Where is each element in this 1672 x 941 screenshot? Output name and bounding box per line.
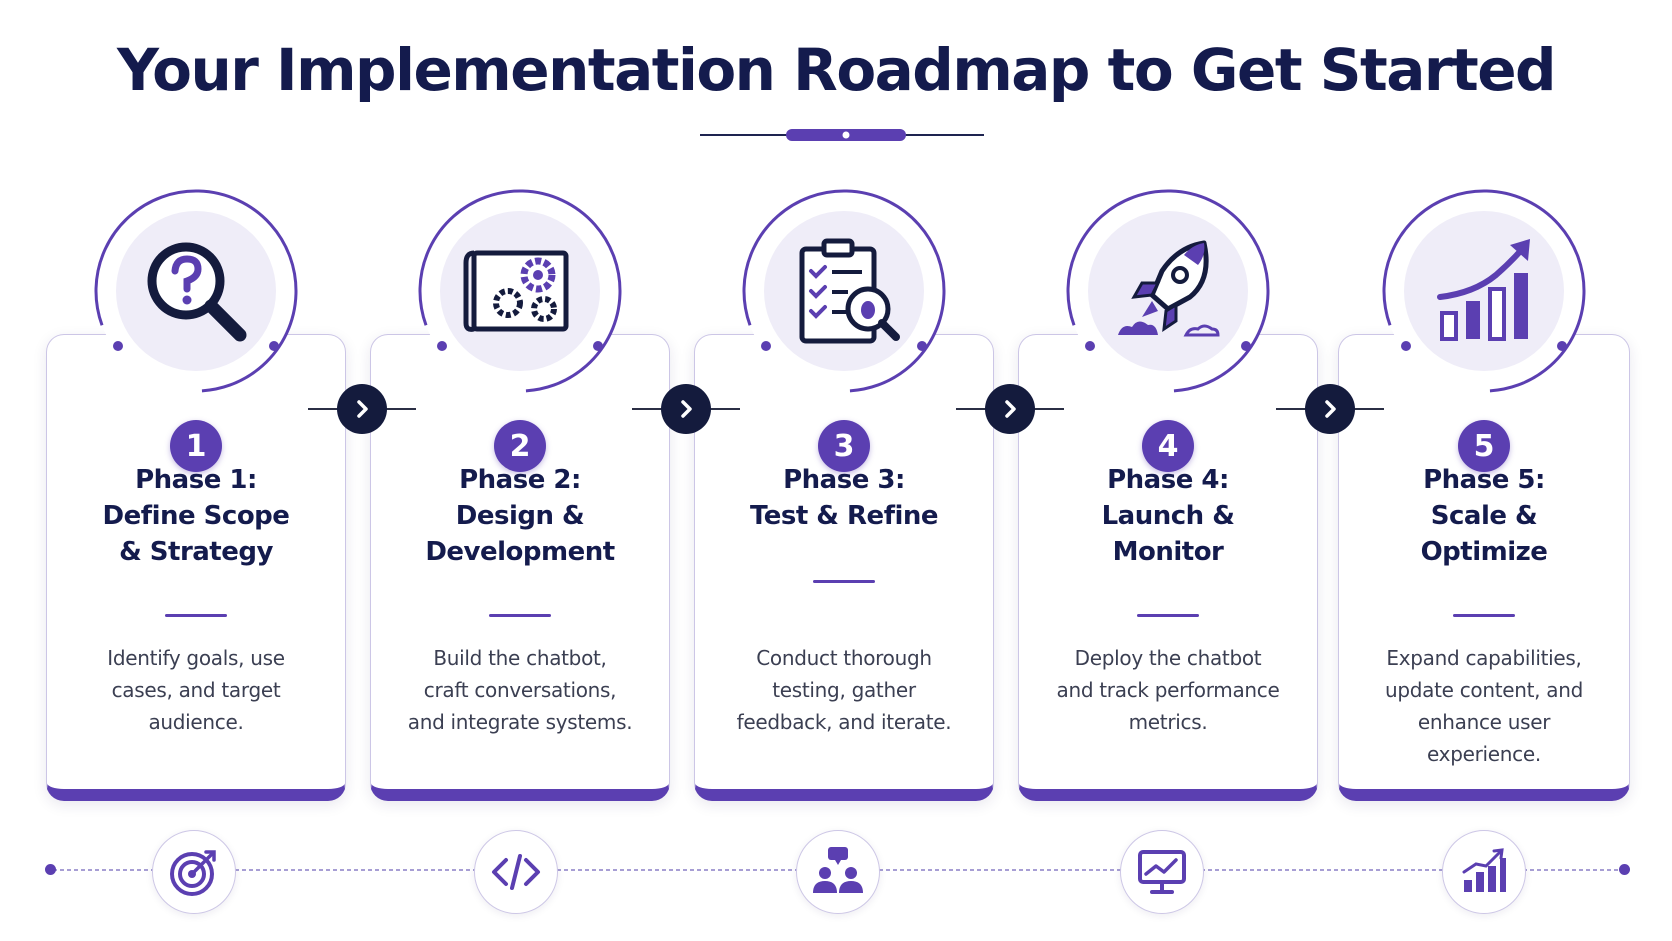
- blueprint-gears-icon: [463, 250, 569, 332]
- phase-icon-ring-4: [1063, 186, 1273, 396]
- phase-card-2: [370, 334, 670, 801]
- timeline-start-dot: [45, 864, 56, 875]
- phase-title-1: Phase 1: Define Scope & Strategy: [102, 465, 290, 567]
- phase-title-5: Phase 5: Scale & Optimize: [1420, 465, 1548, 567]
- phase-icon-ring-2: [415, 186, 625, 396]
- timeline-line: [46, 869, 1626, 871]
- timeline-monitor-badge: [1120, 830, 1204, 914]
- phase-description-5: Expand capabilities, update content, and…: [1384, 646, 1584, 766]
- timeline-target-badge: [152, 830, 236, 914]
- monitor-chart-icon: [1138, 850, 1186, 894]
- phase-title-2: Phase 2: Design & Development: [425, 465, 615, 567]
- phase-number-5: 5: [1458, 420, 1510, 472]
- phase-card-4: [1018, 334, 1318, 801]
- phase-divider-2: [489, 614, 551, 617]
- phase-card-5: [1338, 334, 1630, 801]
- target-icon: [170, 850, 216, 896]
- phase-description-3: Conduct thorough testing, gather feedbac…: [736, 646, 952, 734]
- phase-divider-3: [813, 580, 875, 583]
- timeline-code-badge: [474, 830, 558, 914]
- phase-card-1: [46, 334, 346, 801]
- timeline-team-badge: [796, 830, 880, 914]
- clipboard-bug-search-icon: [799, 238, 900, 344]
- chevron-right-icon: [1325, 400, 1336, 418]
- next-arrow-3: [985, 384, 1035, 434]
- code-icon: [492, 854, 540, 890]
- next-arrow-2: [661, 384, 711, 434]
- page-title: Your Implementation Roadmap to Get Start…: [116, 36, 1557, 104]
- phase-description-1: Identify goals, use cases, and target au…: [107, 646, 285, 734]
- phase-divider-1: [165, 614, 227, 617]
- chevron-right-icon: [357, 400, 368, 418]
- phase-number-2: 2: [494, 420, 546, 472]
- chevron-right-icon: [681, 400, 692, 418]
- team-chat-icon: [813, 847, 863, 893]
- phase-card-3: [694, 334, 994, 801]
- growth-bars-arrow-icon: [1437, 239, 1530, 341]
- chevron-right-icon: [1005, 400, 1016, 418]
- phase-description-2: Build the chatbot, craft conversations, …: [407, 646, 633, 734]
- phase-number-4: 4: [1142, 420, 1194, 472]
- phase-title-4: Phase 4: Launch & Monitor: [1101, 465, 1235, 567]
- phase-icon-ring-5: [1379, 186, 1589, 396]
- phase-icon-ring-1: [91, 186, 301, 396]
- magnifier-question-icon: [147, 242, 247, 342]
- timeline-chart-badge: [1442, 830, 1526, 914]
- phase-title-3: Phase 3: Test & Refine: [749, 465, 939, 531]
- phase-icon-ring-3: [739, 186, 949, 396]
- phase-number-3: 3: [818, 420, 870, 472]
- rocket-icon: [1118, 240, 1220, 337]
- title-underline: [700, 129, 984, 141]
- next-arrow-4: [1305, 384, 1355, 434]
- phase-divider-5: [1453, 614, 1515, 617]
- phase-number-1: 1: [170, 420, 222, 472]
- timeline-end-dot: [1619, 864, 1630, 875]
- next-arrow-1: [337, 384, 387, 434]
- phase-description-4: Deploy the chatbot and track performance…: [1056, 646, 1280, 734]
- phase-divider-4: [1137, 614, 1199, 617]
- bar-chart-icon: [1462, 848, 1506, 892]
